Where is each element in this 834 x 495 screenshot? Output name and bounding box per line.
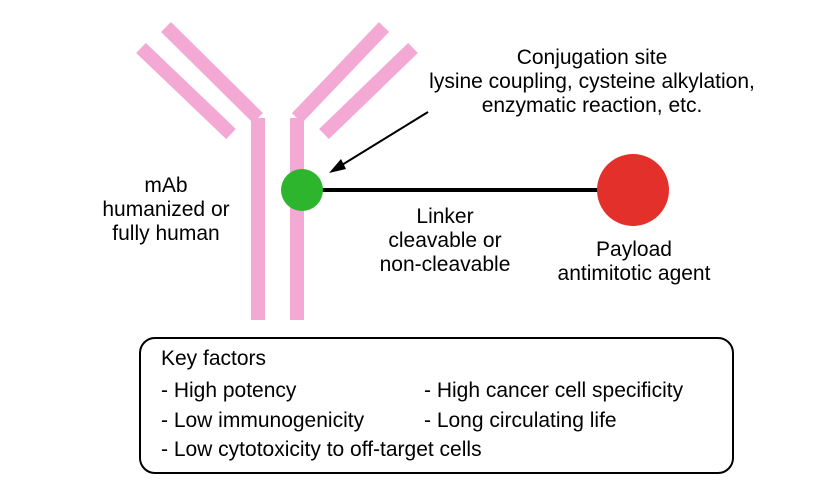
linker-line-1: Linker (416, 205, 474, 228)
light-chain-right (319, 42, 418, 140)
conjugation-site-dot (281, 169, 323, 211)
heavy-chain-left-arm (161, 22, 263, 123)
conjugation-line-3: enzymatic reaction, etc. (481, 94, 703, 117)
mab-label: mAb humanized or fully human (92, 174, 240, 246)
key-factor-item: - Low immunogenicity (161, 409, 365, 432)
antibody-shape (136, 22, 418, 320)
mab-line-1: mAb (144, 174, 188, 197)
key-factor-item: - Low cytotoxicity to off-target cells (161, 438, 482, 461)
linker-line-2: cleavable or (388, 229, 502, 252)
linker-line-3: non-cleavable (379, 253, 511, 276)
key-factor-item: - High cancer cell specificity (424, 379, 684, 402)
linker-label: Linker cleavable or non-cleavable (352, 205, 538, 277)
key-factors-box: Key factors - High potency - High cancer… (139, 337, 734, 474)
mab-line-3: fully human (112, 222, 220, 245)
payload-line-1: Payload (596, 238, 672, 261)
conjugation-arrow-head (329, 159, 346, 173)
light-chain-left (136, 42, 236, 140)
conjugation-line-2: lysine coupling, cysteine alkylation, (429, 70, 755, 93)
conjugation-arrow (336, 111, 429, 169)
heavy-chain-right-arm (291, 22, 390, 123)
key-factor-item: - Long circulating life (424, 409, 617, 432)
payload-line-2: antimitotic agent (557, 262, 711, 285)
mab-line-2: humanized or (102, 198, 230, 221)
key-factors-title: Key factors (161, 347, 267, 370)
conjugation-site-label: Conjugation site lysine coupling, cystei… (392, 46, 792, 118)
payload-label: Payload antimitotic agent (536, 238, 732, 286)
payload-dot (597, 154, 669, 226)
conjugation-line-1: Conjugation site (516, 46, 668, 69)
key-factor-item: - High potency (161, 379, 297, 402)
